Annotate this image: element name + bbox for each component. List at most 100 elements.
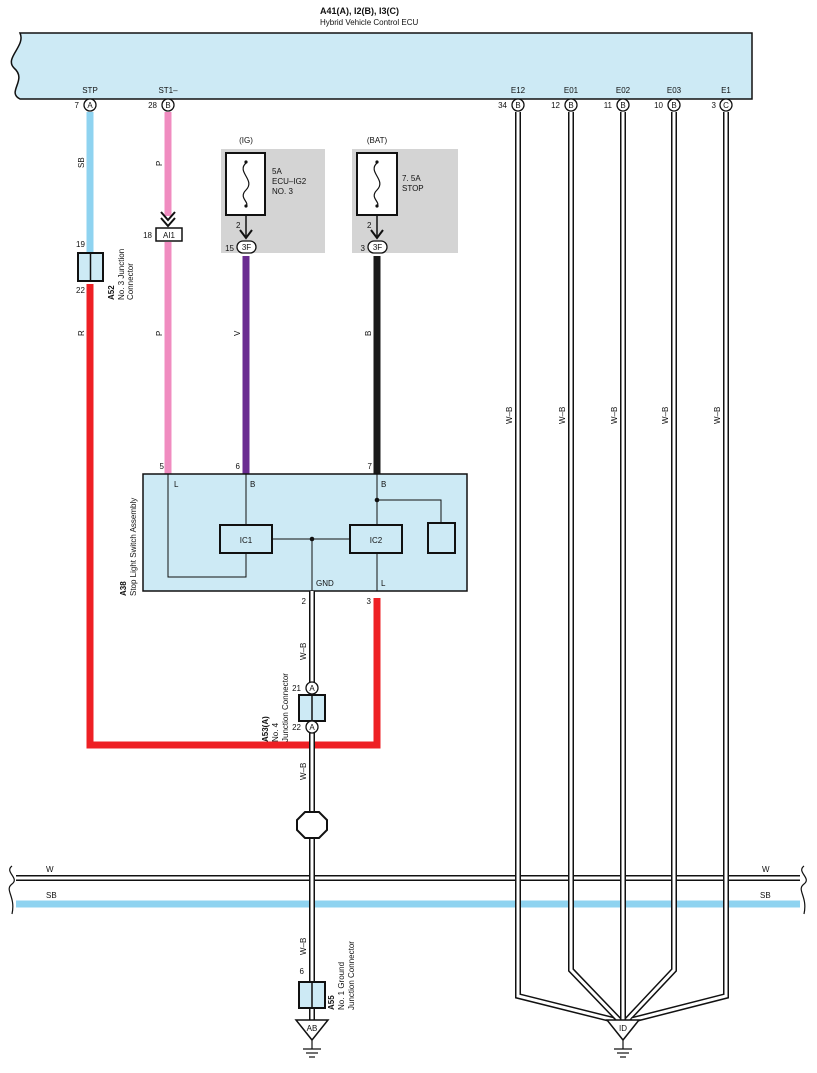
fuse-name: ECU–IG2 <box>272 177 307 186</box>
bus-label-w: W <box>762 865 770 874</box>
a53-code: A53(A) <box>261 716 270 742</box>
ecu-conn-letter: B <box>671 101 676 110</box>
fuse-pin: 2 <box>236 221 241 230</box>
wire-label: B <box>364 331 373 336</box>
wire-label: W–B <box>505 407 514 424</box>
ecu-pin-label: E02 <box>616 86 631 95</box>
ai1-label: AI1 <box>163 231 176 240</box>
switch-pin: 6 <box>236 462 241 471</box>
switch-element <box>427 522 456 554</box>
switch-gnd-label: GND <box>316 579 334 588</box>
ecu-pin-number: 28 <box>148 101 157 110</box>
ground-symbol-icon <box>303 1040 321 1058</box>
a55-pin: 6 <box>300 967 305 976</box>
switch-name: Stop Light Switch Assembly <box>129 498 138 596</box>
switch-terminal: B <box>381 480 386 489</box>
ground-id-icon <box>605 1019 641 1042</box>
fuse-rating: 5A <box>272 167 282 176</box>
ecu-pin-number: 34 <box>498 101 507 110</box>
fuse-rating: 7. 5A <box>402 174 421 183</box>
fuse-supply-ig: (IG) <box>239 136 253 145</box>
ecu-conn-letter: B <box>165 101 170 110</box>
ai1-pin: 18 <box>143 231 152 240</box>
bus-label-sb: SB <box>760 891 771 900</box>
ic2-label: IC2 <box>370 536 383 545</box>
bus-label-w: W <box>46 865 54 874</box>
a53-pin-bottom: 22 <box>292 723 301 732</box>
switch-pin: 3 <box>367 597 372 606</box>
a52-code: A52 <box>107 285 116 300</box>
ecu-box <box>10 32 753 100</box>
wire-label: P <box>155 331 164 336</box>
a53-name: Junction Connector <box>281 673 290 742</box>
wire-label: W–B <box>610 407 619 424</box>
wire-label: W–B <box>299 938 308 955</box>
fuse-connector-3f <box>367 240 388 254</box>
ic1-block <box>219 524 273 554</box>
switch-pin: 2 <box>302 597 307 606</box>
ecu-connector-circles: A B B B B B C <box>83 98 733 112</box>
bus-label-sb: SB <box>46 891 57 900</box>
a52-pin-top: 19 <box>76 240 85 249</box>
ic1-label: IC1 <box>240 536 253 545</box>
switch-code: A38 <box>119 581 128 596</box>
ecu-pin-number: 10 <box>654 101 663 110</box>
ecu-pin-number: 7 <box>75 101 80 110</box>
fuse-out-pin: 3 <box>361 244 366 253</box>
ecu-pin-label: STP <box>82 86 98 95</box>
a52-name: Connector <box>126 263 135 300</box>
splice-point <box>296 811 328 839</box>
wire-label: W–B <box>661 407 670 424</box>
ecu-conn-letter: B <box>515 101 520 110</box>
wire-r <box>86 284 381 749</box>
ground-symbol-icon <box>614 1040 632 1058</box>
fuse-conn-label: 3F <box>242 243 251 252</box>
ground-label: ID <box>619 1024 627 1033</box>
ground-label: AB <box>307 1024 318 1033</box>
wire-label: W–B <box>299 643 308 660</box>
a55-name: No. 1 Ground <box>337 962 346 1010</box>
a53-pin-top: 21 <box>292 684 301 693</box>
wire-label: SB <box>77 157 86 168</box>
a52-name: No. 3 Junction <box>117 249 126 300</box>
a53-conn: A <box>309 723 315 732</box>
a53-name: No. 4 <box>271 722 280 742</box>
ic2-block <box>349 524 403 554</box>
switch-box <box>142 473 468 592</box>
wire-label: P <box>155 161 164 166</box>
ecu-pin-label: E1 <box>721 86 731 95</box>
ecu-conn-letter: C <box>723 101 729 110</box>
fuse-conn-label: 3F <box>373 243 382 252</box>
wire-label: V <box>233 330 242 336</box>
ecu-pin-label: E01 <box>564 86 579 95</box>
ecu-pin-label: E12 <box>511 86 526 95</box>
a55-code: A55 <box>327 995 336 1010</box>
wire-wb-ecu-grounds <box>515 112 729 1023</box>
wire-label: W–B <box>558 407 567 424</box>
fuse-connector-3f <box>236 240 257 254</box>
wire-label: R <box>77 330 86 336</box>
ground-ab-icon <box>294 1019 330 1042</box>
ecu-pin-number: 3 <box>712 101 717 110</box>
wire-label: W–B <box>299 763 308 780</box>
bus-lines <box>8 865 807 915</box>
ecu-pins: STP ST1– E12 E01 E02 E03 E1 7 28 34 12 1… <box>75 86 732 110</box>
a52-pin-bottom: 22 <box>76 286 85 295</box>
fuse-name: NO. 3 <box>272 187 293 196</box>
ecu-conn-letter: B <box>620 101 625 110</box>
ecu-pin-number: 11 <box>604 101 613 110</box>
fuse-name: STOP <box>402 184 424 193</box>
fuse-pin: 2 <box>367 221 372 230</box>
a53-conn: A <box>309 684 315 693</box>
wire-label: W–B <box>713 407 722 424</box>
ecu-pin-label: ST1– <box>158 86 178 95</box>
ecu-pin-number: 12 <box>551 101 560 110</box>
switch-l-label: L <box>381 579 386 588</box>
switch-terminal: L <box>174 480 179 489</box>
fuse-out-pin: 15 <box>225 244 234 253</box>
a55-name: Junction Connector <box>347 941 356 1010</box>
ecu-code: A41(A), I2(B), I3(C) <box>320 6 399 16</box>
ecu-pin-label: E03 <box>667 86 682 95</box>
ecu-conn-letter: B <box>568 101 573 110</box>
